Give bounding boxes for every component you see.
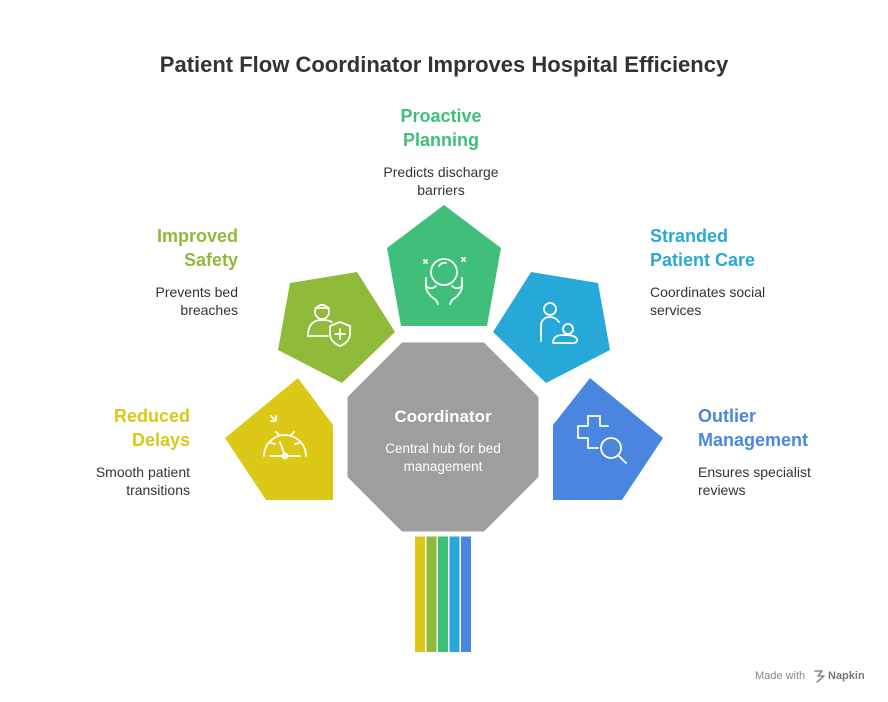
napkin-logo-icon [814, 670, 825, 683]
stem-bar-cyan [449, 534, 460, 652]
node-proactive-planning-title-line-1: Proactive [400, 106, 481, 126]
speedometer-icon [263, 415, 307, 460]
node-reduced-delays-desc-line-1: Smooth patient [96, 464, 190, 480]
stem-bar-green [438, 534, 448, 652]
hub-title: Coordinator [394, 407, 492, 426]
pentagon-proactive-planning [387, 205, 501, 326]
node-stranded-patient-care-title-line-1: Stranded [650, 226, 728, 246]
stem-bar-lime [426, 534, 437, 652]
hub-octagon [342, 337, 544, 537]
node-stranded-patient-care-desc-line-1: Coordinates social [650, 284, 765, 300]
hub-desc-line-2: management [404, 459, 483, 474]
node-outlier-management-desc-line-2: reviews [698, 482, 745, 498]
node-proactive-planning-desc-line-2: barriers [417, 182, 464, 198]
stem-bar-blue [461, 534, 471, 652]
node-stranded-patient-care-title-line-2: Patient Care [650, 250, 755, 270]
node-outlier-management-title-line-1: Outlier [698, 406, 756, 426]
medical-search-icon [577, 415, 627, 464]
node-improved-safety-desc-line-2: breaches [180, 302, 238, 318]
pentagon-stranded-patient-care [493, 272, 610, 383]
nurse-shield-icon [307, 304, 351, 347]
node-improved-safety-desc-line-1: Prevents bed [156, 284, 239, 300]
node-stranded-patient-care-desc-line-2: services [650, 302, 701, 318]
stem-bar-yellow [415, 534, 425, 652]
pentagon-improved-safety [278, 272, 395, 383]
node-reduced-delays-title-line-1: Reduced [114, 406, 190, 426]
node-reduced-delays-title-line-2: Delays [132, 430, 190, 450]
footer-made-with: Made with [755, 670, 805, 682]
node-reduced-delays-desc-line-2: transitions [126, 482, 190, 498]
node-proactive-planning-desc-line-1: Predicts discharge [383, 164, 498, 180]
node-outlier-management-title-line-2: Management [698, 430, 808, 450]
page-title: Patient Flow Coordinator Improves Hospit… [160, 52, 729, 77]
hub-stem [415, 534, 471, 652]
node-improved-safety-title-line-2: Safety [184, 250, 238, 270]
node-improved-safety-title-line-1: Improved [157, 226, 238, 246]
crystal-ball-icon [423, 257, 466, 305]
node-outlier-management-desc-line-1: Ensures specialist [698, 464, 811, 480]
footer-brand-name: Napkin [828, 670, 865, 682]
pentagon-reduced-delays [225, 378, 333, 500]
node-proactive-planning-title-line-2: Planning [403, 130, 479, 150]
caregiver-icon [540, 302, 579, 345]
footer-branding[interactable]: Made with Napkin [755, 670, 865, 683]
hub-desc-line-1: Central hub for bed [385, 441, 501, 456]
